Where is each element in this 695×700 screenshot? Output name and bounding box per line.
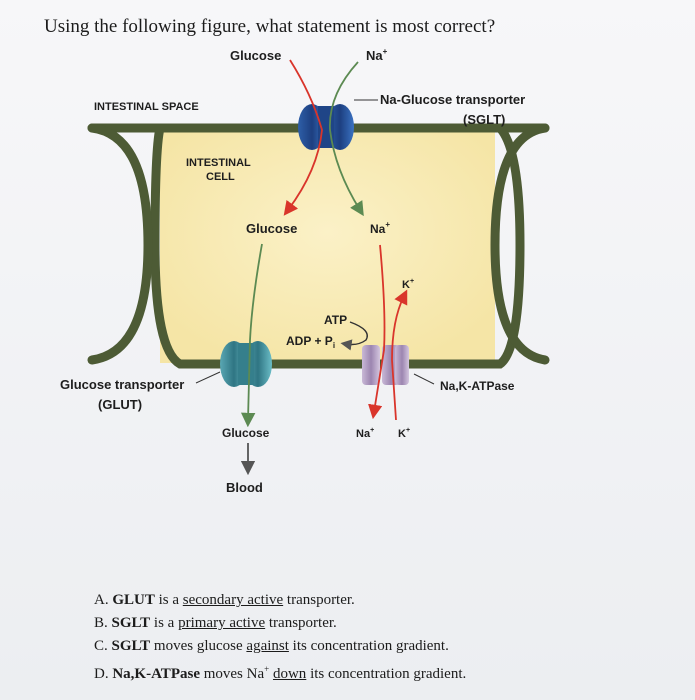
- glucose-entry-arrow: [283, 59, 323, 216]
- na-k-atpase-icon: [362, 345, 409, 385]
- na-bottom-label: Na+: [356, 427, 374, 440]
- na-top-label: Na+: [366, 47, 388, 63]
- sglt-name-label: Na-Glucose transporter: [380, 92, 525, 107]
- intestinal-cell-label-1: INTESTINAL: [186, 157, 251, 169]
- intestinal-cell: [160, 125, 495, 363]
- glut-name-label: Glucose transporter: [60, 377, 184, 392]
- glucose-top-label: Glucose: [230, 48, 281, 63]
- glut-leader: [195, 371, 221, 384]
- glucose-inside-label: Glucose: [246, 221, 297, 236]
- atp-hydrolysis-arrow: [340, 321, 368, 351]
- glut-transporter-icon: [220, 341, 272, 387]
- k-bottom-label: K+: [398, 427, 410, 440]
- sglt-abbr-label: (SGLT): [463, 112, 505, 127]
- nak-leader: [413, 373, 435, 385]
- option-c[interactable]: C. SGLT moves glucose against its concen…: [94, 638, 449, 654]
- option-d[interactable]: D. Na,K-ATPase moves Na+ down its concen…: [94, 664, 467, 682]
- intestinal-space-label: INTESTINAL SPACE: [94, 101, 199, 113]
- left-tight-junction: [87, 123, 153, 365]
- right-tight-junction: [490, 123, 550, 365]
- na-inside-label: Na+: [370, 220, 390, 236]
- blood-label: Blood: [226, 480, 263, 495]
- k-inside-label: K+: [402, 278, 414, 291]
- adp-label: ADP + Pi: [286, 334, 335, 350]
- intestinal-cell-label-2: CELL: [206, 171, 235, 183]
- k-entry-arrow: [391, 289, 408, 421]
- glucose-bottom-label: Glucose: [222, 426, 270, 440]
- nak-name-label: Na,K-ATPase: [440, 379, 515, 393]
- atp-label: ATP: [324, 313, 347, 327]
- transport-diagram: Glucose Na+ INTESTINAL SPACE Na-Glucose …: [60, 47, 550, 495]
- na-entry-arrow: [329, 61, 364, 217]
- na-exit-arrow: [368, 244, 386, 420]
- sglt-transporter-icon: [298, 104, 354, 150]
- option-a[interactable]: A. GLUT is a secondary active transporte…: [94, 592, 355, 608]
- glut-abbr-label: (GLUT): [98, 397, 142, 412]
- answer-options: A. GLUT is a secondary active transporte…: [94, 589, 466, 686]
- question-text: Using the following figure, what stateme…: [44, 16, 496, 37]
- option-b[interactable]: B. SGLT is a primary active transporter.: [94, 615, 337, 631]
- glucose-exit-arrow: [240, 243, 263, 428]
